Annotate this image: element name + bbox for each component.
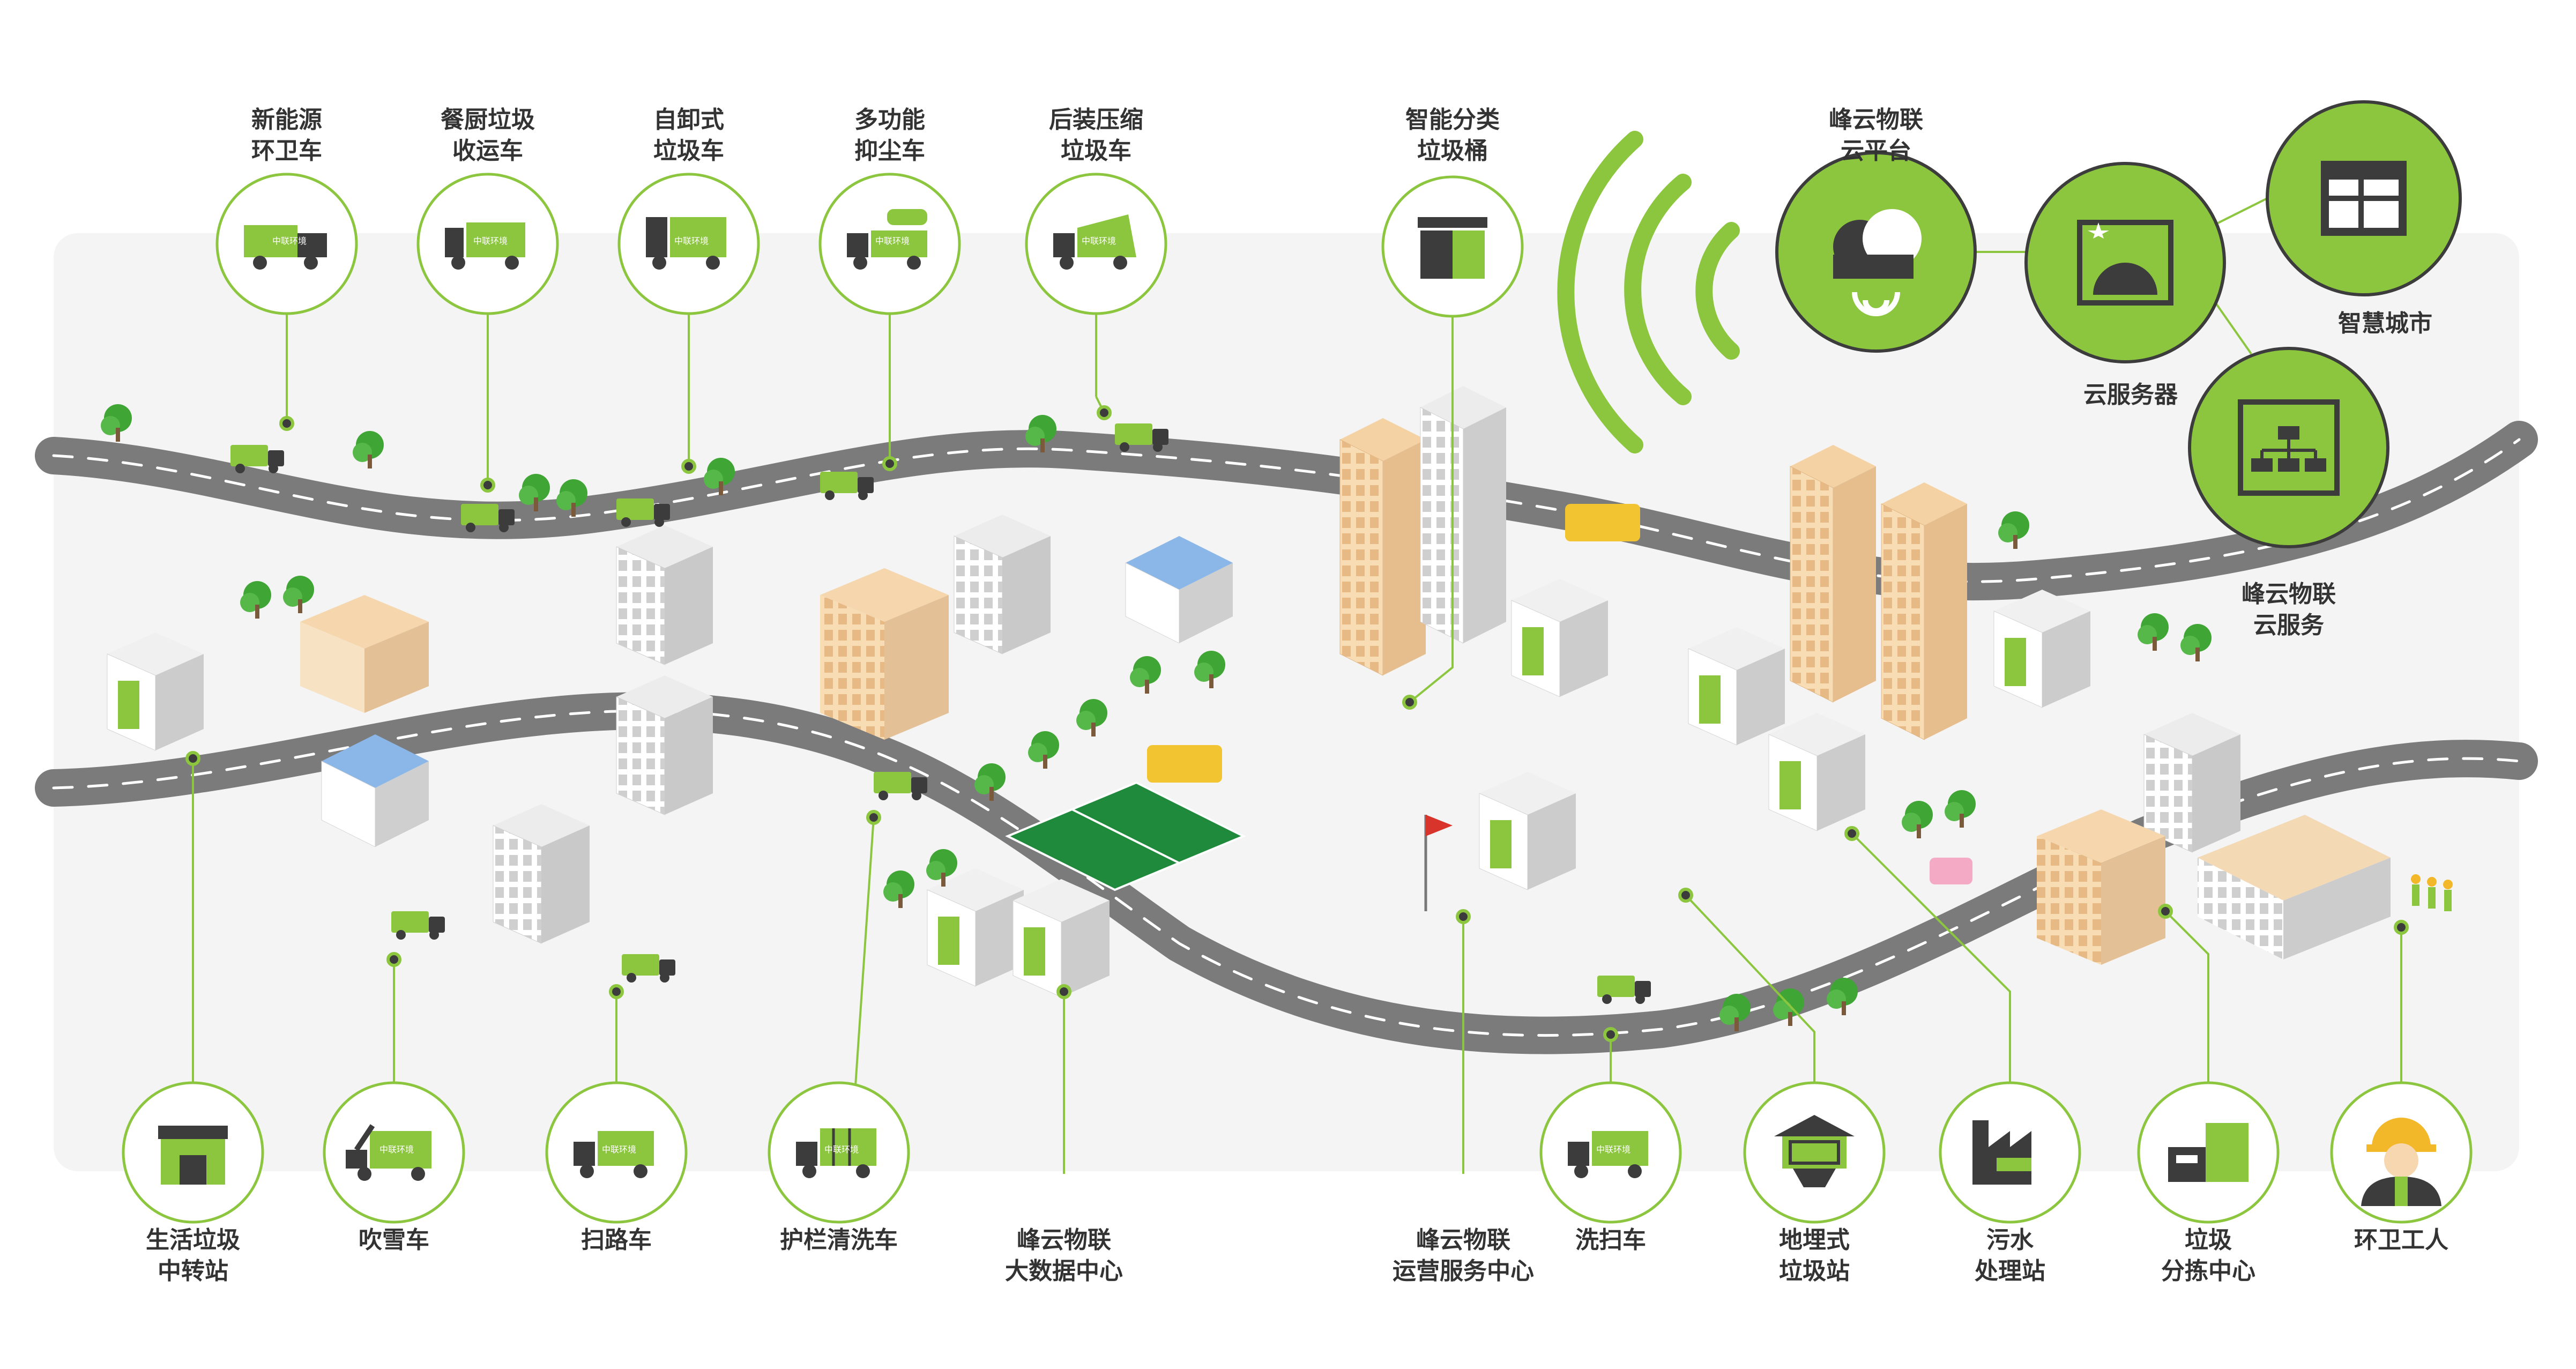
snow-blower-truck-icon: 中联环境: [323, 1081, 465, 1224]
sanitation-workers: [2411, 874, 2453, 911]
warehouse-icon: [122, 1081, 264, 1224]
dump-truck-icon: 中联环境: [617, 173, 760, 315]
label-big-data-center: 峰云物联 大数据中心: [1005, 1226, 1123, 1285]
label-snow-blower: 吹雪车: [359, 1226, 429, 1254]
truck-brand-text: 中联环境: [824, 1144, 859, 1155]
label-sanitation-worker: 环卫工人: [2354, 1226, 2448, 1254]
label-sorting-center: 垃圾 分拣中心: [2161, 1226, 2255, 1285]
label-buried-station: 地埋式 垃圾站: [1779, 1226, 1850, 1285]
new-energy-truck-icon: 中联环境: [215, 173, 358, 315]
dashboard-icon: [2266, 100, 2462, 296]
connectors: [192, 187, 2402, 1174]
flag-icon: [1424, 815, 1453, 911]
label-sewage-plant: 污水 处理站: [1975, 1226, 2045, 1285]
dust-cannon-truck-icon: 中联环境: [818, 173, 961, 315]
cloud-icon: [1775, 151, 1977, 353]
label-kitchen-waste-truck: 餐厨垃圾 收运车: [441, 106, 535, 165]
truck-brand-text: 中联环境: [272, 236, 307, 246]
label-dump-truck: 自卸式 垃圾车: [653, 106, 724, 165]
network-browser-icon: [2188, 347, 2389, 548]
truck-brand-text: 中联环境: [1596, 1144, 1631, 1155]
sweeper-truck-icon: 中联环境: [545, 1081, 688, 1224]
washer-truck-icon: 中联环境: [768, 1081, 910, 1224]
label-cloud-platform: 峰云物联 云平台: [1829, 106, 1923, 165]
label-sweeper: 扫路车: [581, 1226, 652, 1254]
label-smart-bin: 智能分类 垃圾桶: [1405, 106, 1500, 165]
scene-background: [54, 233, 2519, 1171]
compactor-truck-icon: 中联环境: [1025, 173, 1167, 315]
smart-bin-icon: [1381, 175, 1524, 318]
truck-brand-text: 中联环境: [602, 1144, 636, 1155]
wireless-signal-icon: [1557, 131, 1740, 453]
label-guardrail-washer: 护栏清洗车: [780, 1226, 898, 1254]
label-smart-city: 智慧城市: [2338, 310, 2432, 337]
sorting-center-icon: [2137, 1081, 2280, 1224]
globe-browser-icon: [2024, 162, 2226, 363]
connector-dots: [185, 405, 2409, 1042]
soccer-field: [1005, 781, 1246, 891]
buried-station-icon: [1743, 1081, 1886, 1224]
worker-icon: [2330, 1081, 2473, 1224]
truck-brand-text: 中联环境: [473, 236, 508, 246]
wash-sweeper-truck-icon: 中联环境: [1539, 1081, 1682, 1224]
factory-icon: [1939, 1081, 2081, 1224]
label-ops-center: 峰云物联 运营服务中心: [1393, 1226, 1534, 1285]
road-vehicles: [230, 423, 1972, 1004]
label-cloud-service: 峰云物联 云服务: [2242, 581, 2336, 639]
label-cloud-server: 云服务器: [2083, 381, 2178, 408]
buildings: [107, 385, 2391, 998]
truck-brand-text: 中联环境: [674, 236, 709, 246]
label-new-energy-truck: 新能源 环卫车: [251, 106, 322, 165]
label-compactor-truck: 后装压缩 垃圾车: [1049, 106, 1143, 165]
truck-brand-text: 中联环境: [1082, 236, 1116, 246]
label-dust-suppression-truck: 多功能 抑尘车: [854, 106, 925, 165]
truck-brand-text: 中联环境: [875, 236, 910, 246]
label-wash-sweeper: 洗扫车: [1575, 1226, 1646, 1254]
truck-brand-text: 中联环境: [379, 1144, 414, 1155]
label-transfer-station: 生活垃圾 中转站: [146, 1226, 240, 1285]
kitchen-waste-truck-icon: 中联环境: [416, 173, 559, 315]
